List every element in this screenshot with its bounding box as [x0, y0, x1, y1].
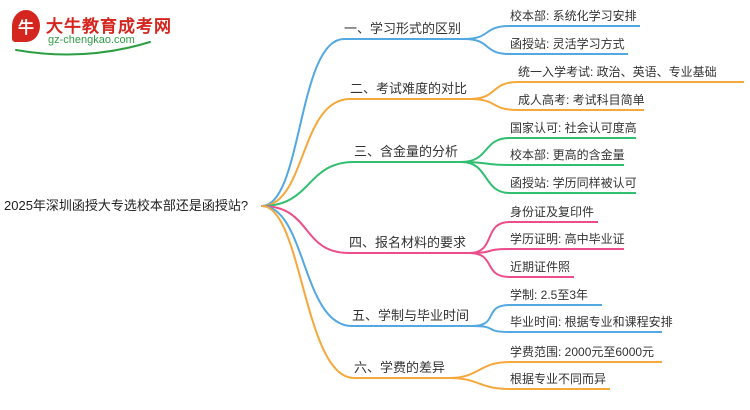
leaf-node: 函授站: 学历同样被认可 [510, 175, 637, 194]
leaf-node: 毕业时间: 根据专业和课程安排 [510, 314, 673, 333]
leaf-node: 学费范围: 2000元至6000元 [510, 344, 662, 363]
leaf-node: 近期证件照 [510, 259, 574, 278]
site-name: 大牛教育成考网 [46, 17, 172, 36]
leaf-node: 校本部: 系统化学习安排 [510, 8, 640, 27]
leaf-node: 校本部: 更高的含金量 [510, 147, 625, 166]
leaf-node: 成人高考: 考试科目简单 [518, 92, 645, 111]
branch-study-format: 一、学习形式的区别 [344, 19, 464, 40]
site-logo: 牛 大牛教育成考网 gz-chengkao.com [12, 8, 172, 58]
logo-swoosh [15, 41, 151, 56]
leaf-node: 学制: 2.5至3年 [510, 287, 602, 306]
leaf-node: 国家认可: 社会认可度高 [510, 120, 637, 139]
branch-duration-graduation: 五、学制与毕业时间 [352, 306, 472, 327]
site-domain: gz-chengkao.com [48, 34, 135, 46]
branch-exam-difficulty: 二、考试难度的对比 [350, 79, 470, 100]
leaf-node: 身份证及复印件 [510, 204, 598, 223]
leaf-node: 统一入学考试: 政治、英语、专业基础 [518, 64, 744, 83]
bull-logo-icon: 牛 [12, 10, 40, 42]
branch-value-analysis: 三、含金量的分析 [354, 142, 461, 163]
branch-tuition-difference: 六、学费的差异 [354, 358, 449, 379]
central-topic: 2025年深圳函授大专选校本部还是函授站? [4, 198, 249, 213]
leaf-node: 根据专业不同而异 [510, 371, 610, 390]
branch-application-materials: 四、报名材料的要求 [349, 233, 469, 254]
leaf-node: 学历证明: 高中毕业证 [510, 231, 625, 250]
leaf-node: 函授站: 灵活学习方式 [510, 36, 628, 55]
